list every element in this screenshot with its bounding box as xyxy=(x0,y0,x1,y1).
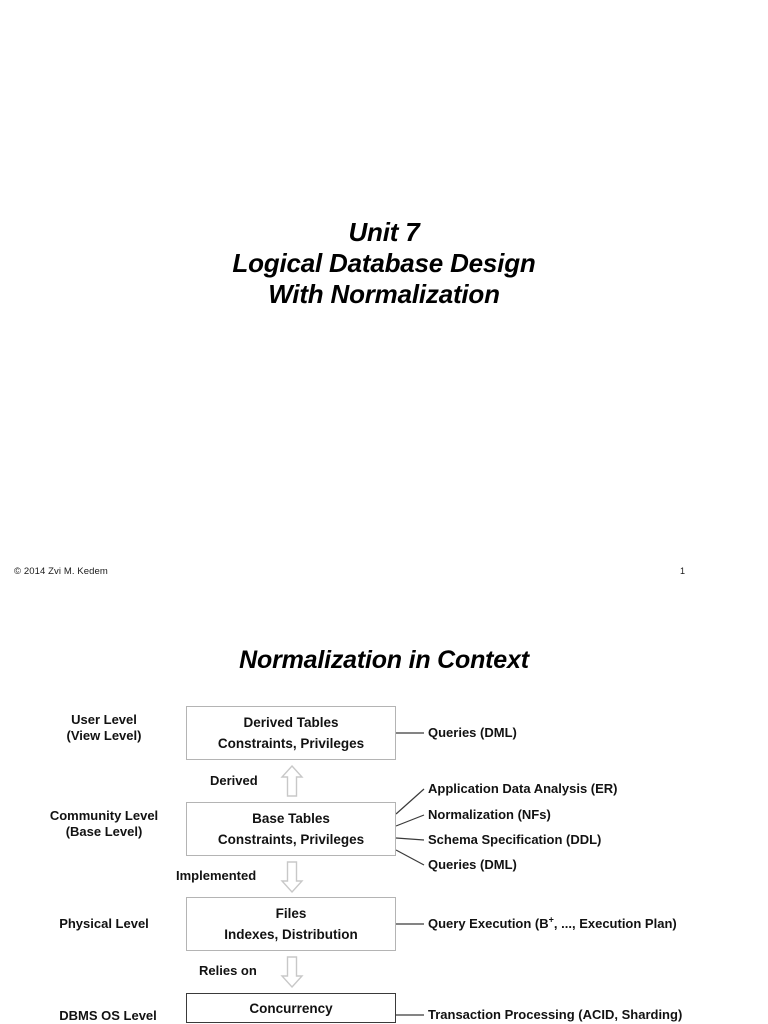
annotation-query-execution-suffix: , ..., Execution Plan) xyxy=(553,916,677,931)
box-derived-tables[interactable]: Derived Tables Constraints, Privileges xyxy=(186,706,396,760)
box-files-line-1: Files xyxy=(275,906,307,921)
slide-heading: Normalization in Context xyxy=(239,645,529,674)
annotation-text: Queries (DML) xyxy=(428,725,517,740)
arrow-up-icon-derived xyxy=(280,764,304,797)
slide-number: 1 xyxy=(680,566,686,576)
page-title-line-3: With Normalization xyxy=(268,279,500,310)
annotation-text: Schema Specification (DDL) xyxy=(428,832,602,847)
annotation-query-execution-superscript: + xyxy=(548,914,554,925)
box-base-tables[interactable]: Base Tables Constraints, Privileges xyxy=(186,802,396,856)
level-label-user: User Level (View Level) xyxy=(38,712,170,744)
level-label-user-line-1: User Level xyxy=(71,712,137,727)
arrow-down-icon-implemented xyxy=(280,861,304,894)
page-title-line-2: Logical Database Design xyxy=(232,248,536,279)
page-title-line-1: Unit 7 xyxy=(348,217,420,248)
annotation-text: Normalization (NFs) xyxy=(428,807,551,822)
architecture-levels-diagram: User Level (View Level) Derived Tables C… xyxy=(0,600,768,1024)
edge-label-relies-on: Relies on xyxy=(199,963,257,978)
level-label-dbms-os-line-1: DBMS OS Level xyxy=(59,1008,157,1023)
box-base-tables-line-1: Base Tables xyxy=(252,811,330,826)
annotation-transaction-processing: Transaction Processing (ACID, Sharding) xyxy=(428,1007,682,1022)
annotation-text: Queries (DML) xyxy=(428,857,517,872)
level-label-user-line-2: (View Level) xyxy=(66,728,142,743)
annotation-schema-specification: Schema Specification (DDL) xyxy=(428,832,601,847)
box-derived-tables-line-1: Derived Tables xyxy=(243,715,339,730)
annotation-query-execution: Query Execution (B+, ..., Execution Plan… xyxy=(428,914,677,931)
annotation-queries-dml-community: Queries (DML) xyxy=(428,857,517,872)
slide-title: Unit 7 Logical Database Design With Norm… xyxy=(0,217,768,577)
annotation-text: Application Data Analysis (ER) xyxy=(428,781,618,796)
box-derived-tables-line-2: Constraints, Privileges xyxy=(217,736,365,751)
slide-normalization-in-context: Normalization in Context User Level (Vie… xyxy=(0,600,768,1024)
level-label-physical-line-1: Physical Level xyxy=(59,916,149,931)
edge-label-derived: Derived xyxy=(210,773,258,788)
edge-label-implemented: Implemented xyxy=(176,868,257,883)
level-label-community-line-2: (Base Level) xyxy=(65,824,143,839)
arrow-down-icon-relies-on xyxy=(280,956,304,989)
annotation-query-execution-prefix: Query Execution (B xyxy=(428,916,549,931)
annotation-normalization-nfs: Normalization (NFs) xyxy=(428,807,551,822)
box-concurrency[interactable]: Concurrency xyxy=(186,993,396,1023)
level-label-community-line-1: Community Level xyxy=(49,808,159,823)
copyright-notice: © 2014 Zvi M. Kedem xyxy=(14,566,108,577)
level-label-community: Community Level (Base Level) xyxy=(22,808,186,840)
box-base-tables-line-2: Constraints, Privileges xyxy=(217,832,365,847)
connector-lines xyxy=(395,732,425,1016)
annotation-text: Transaction Processing (ACID, Sharding) xyxy=(428,1007,683,1022)
box-concurrency-line-1: Concurrency xyxy=(249,1001,333,1016)
annotation-queries-dml-user: Queries (DML) xyxy=(428,725,517,740)
annotation-application-data-analysis: Application Data Analysis (ER) xyxy=(428,781,618,796)
level-label-physical: Physical Level xyxy=(38,916,170,932)
level-label-dbms-os: DBMS OS Level xyxy=(38,1008,178,1024)
page-title: Unit 7 Logical Database Design With Norm… xyxy=(0,217,768,310)
box-files-line-2: Indexes, Distribution xyxy=(224,927,358,942)
box-files[interactable]: Files Indexes, Distribution xyxy=(186,897,396,951)
